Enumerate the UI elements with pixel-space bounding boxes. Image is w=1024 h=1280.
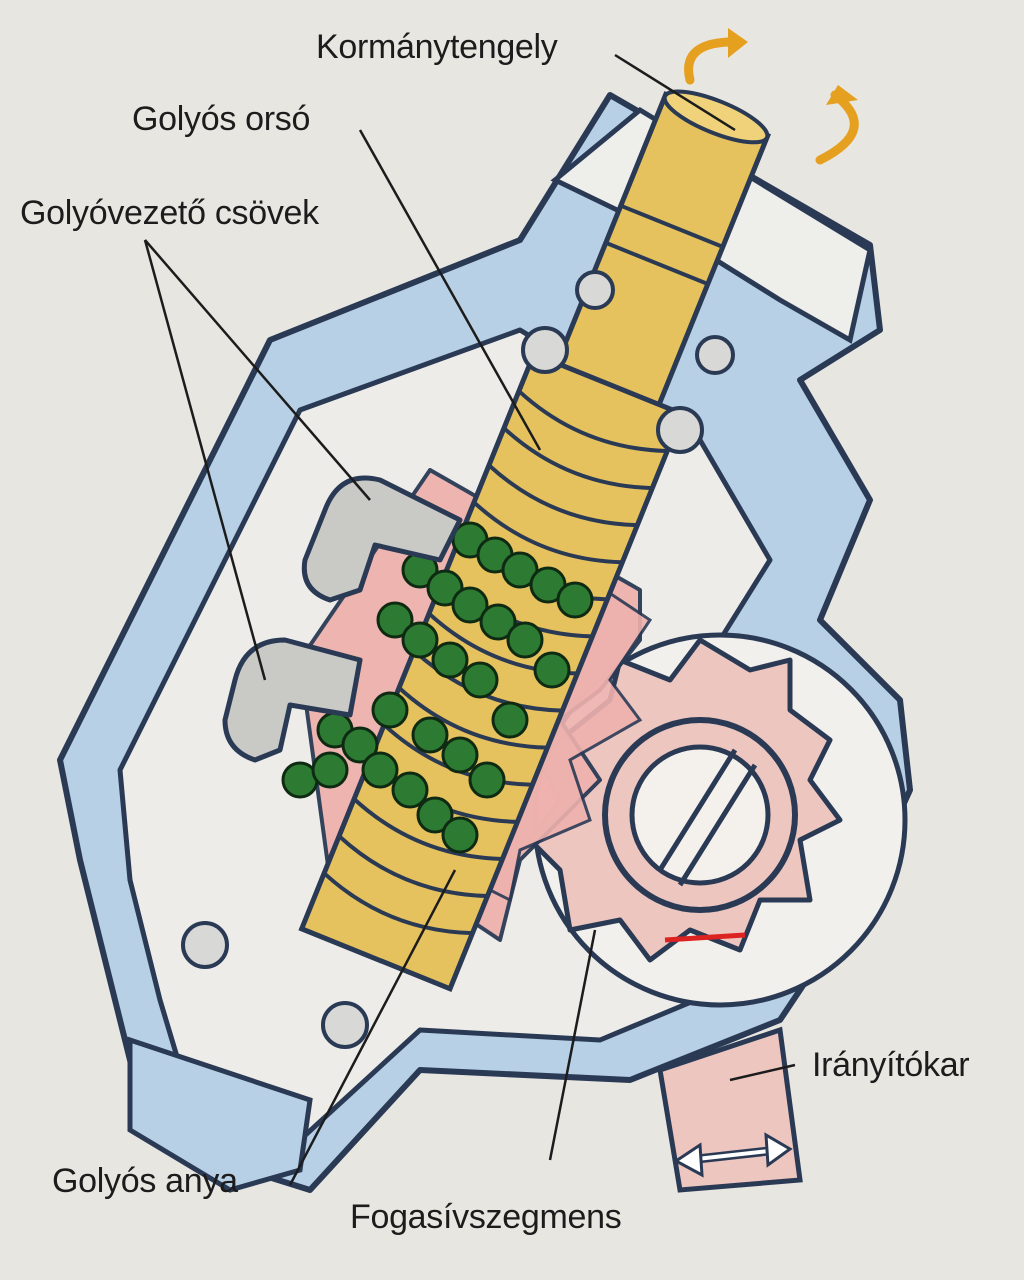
bottom-flange (127, 1036, 313, 1193)
label-pitman-arm: Irányítókar (812, 1046, 970, 1084)
guide-tube-upper (301, 475, 463, 603)
double-arrow-icon (673, 1132, 793, 1178)
rotation-arrow-icon (684, 28, 859, 165)
label-ball-nut: Golyós anya (52, 1162, 238, 1200)
leader-sector-gear (548, 929, 597, 1161)
red-mark (664, 932, 746, 943)
leader-lines (143, 53, 796, 1186)
leader-pitman-arm (729, 1063, 796, 1082)
leader-guide-tubes-b (143, 239, 267, 681)
bearing-balls (181, 270, 735, 1049)
ball-guide-tubes (222, 475, 463, 763)
label-steering-shaft: Kormánytengely (316, 28, 558, 66)
pitman-arm (657, 1026, 803, 1193)
label-sector-gear: Fogasívszegmens (350, 1198, 622, 1236)
cross-shaft-slot-a (657, 748, 738, 872)
cross-shaft-inner (629, 744, 771, 886)
guide-tube-lower (222, 637, 363, 763)
label-ball-screw: Golyós orsó (132, 100, 311, 138)
leader-ball-screw (358, 129, 542, 451)
leader-guide-tubes-a (144, 239, 371, 501)
leader-ball-nut (288, 869, 457, 1186)
leader-steering-shaft (614, 53, 736, 132)
cross-shaft-slot-b (677, 763, 758, 887)
recirculating-balls (281, 521, 594, 854)
label-ball-guide-tubes: Golyóvezető csövek (20, 194, 319, 232)
